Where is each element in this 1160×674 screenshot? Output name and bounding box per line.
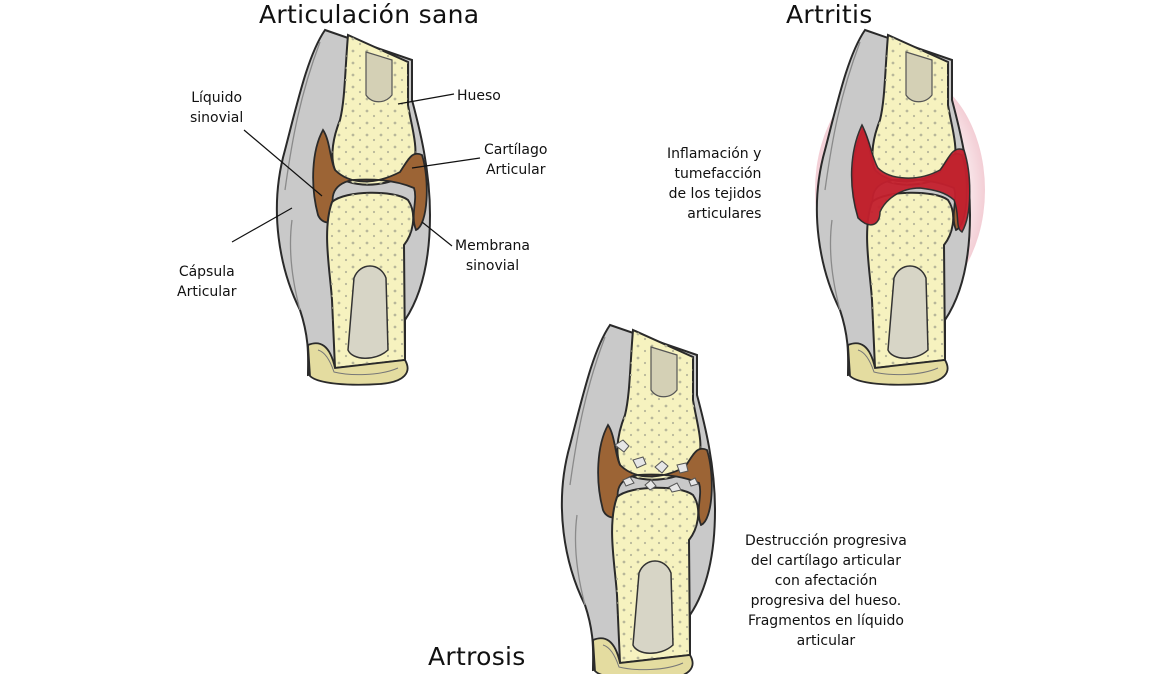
arthritis-note-line2: tumefacción	[674, 166, 762, 182]
label-synovial-fluid-line1: Líquido	[191, 90, 243, 106]
label-membrane-line1: Membrana	[455, 238, 531, 254]
label-arthrosis-note: Destrucción progresiva del cartílago art…	[745, 531, 907, 651]
arthrosis-note-line5: Fragmentos en líquido	[747, 613, 904, 629]
label-cartilage-line2: Articular	[485, 162, 546, 178]
arthritis-note-line1: Inflamación y	[667, 146, 762, 162]
label-synovial-membrane: Membrana sinovial	[455, 236, 530, 276]
label-arthritis-note: Inflamación y tumefacción de los tejidos…	[667, 144, 761, 224]
arthrosis-note-line3: con afectación	[774, 573, 878, 589]
label-synovial-fluid-line2: sinovial	[190, 110, 244, 126]
arthrosis-note-line6: articular	[796, 633, 856, 649]
arthritis-note-line3: de los tejidos	[668, 186, 762, 202]
title-arthrosis: Artrosis	[428, 642, 526, 671]
arthrosis-joint-illustration	[560, 324, 716, 674]
healthy-joint-illustration	[275, 29, 431, 386]
inflammation-area	[850, 123, 971, 234]
label-joint-capsule: Cápsula Articular	[177, 262, 237, 302]
label-bone: Hueso	[457, 88, 501, 104]
arthrosis-note-line1: Destrucción progresiva	[745, 533, 907, 549]
label-capsule-line2: Articular	[177, 284, 237, 300]
label-synovial-fluid: Líquido sinovial	[190, 88, 243, 128]
arthrosis-note-line2: del cartílago articular	[750, 553, 901, 569]
label-capsule-line1: Cápsula	[178, 264, 235, 280]
arthrosis-note-line4: progresiva del hueso.	[750, 593, 902, 609]
arthritis-joint-illustration	[815, 29, 985, 386]
title-arthritis: Artritis	[786, 0, 873, 29]
arthritis-note-line4: articulares	[687, 206, 762, 222]
label-articular-cartilage: Cartílago Articular	[484, 140, 547, 180]
cartilage-fragments	[614, 439, 699, 493]
label-membrane-line2: sinovial	[465, 258, 520, 274]
label-cartilage-line1: Cartílago	[484, 142, 548, 158]
title-healthy-joint: Articulación sana	[259, 0, 480, 29]
